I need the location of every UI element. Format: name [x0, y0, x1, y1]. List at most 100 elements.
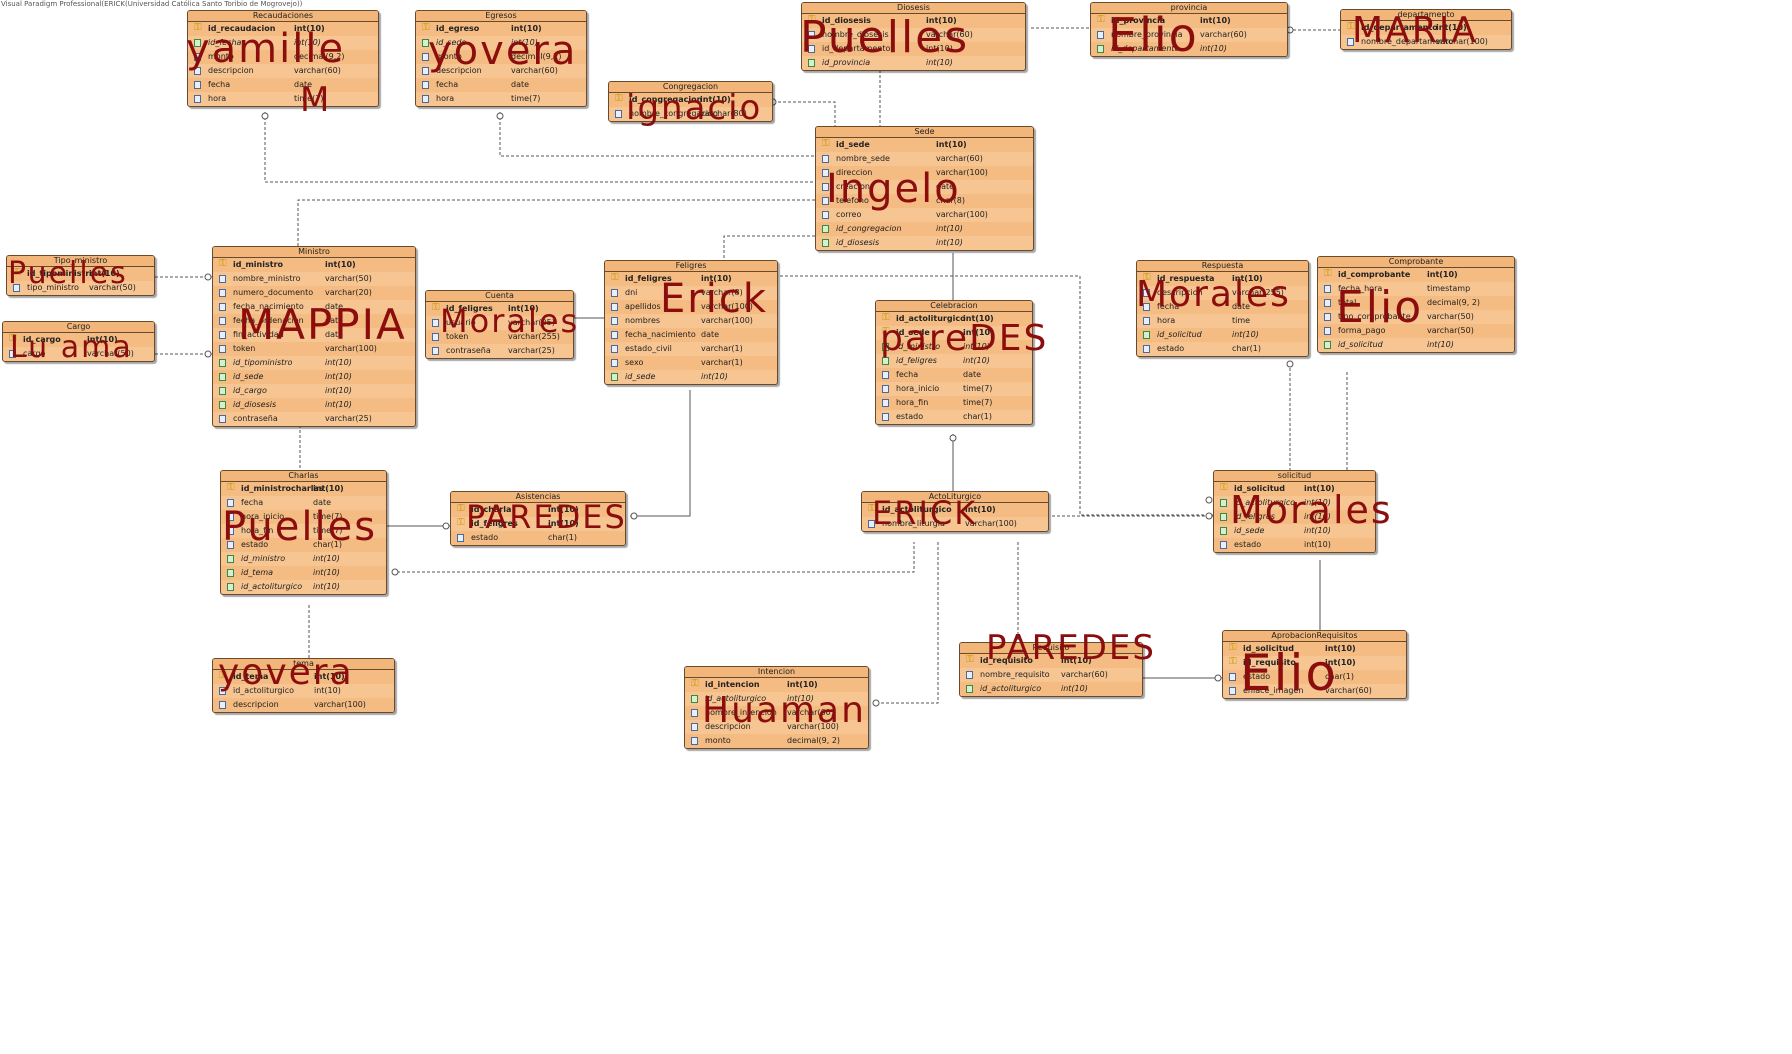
- column-row[interactable]: fecha_ordenaciondate: [213, 314, 415, 328]
- column-row[interactable]: hora_fintime(7): [221, 524, 386, 538]
- table-ministro[interactable]: Ministro⚿id_ministroint(10)nombre_minist…: [212, 246, 416, 427]
- column-row[interactable]: contraseñavarchar(25): [426, 344, 573, 358]
- table-asistencias[interactable]: Asistencias⚿id_charlaint(10)⚿id_feligres…: [450, 491, 626, 546]
- column-row[interactable]: estado_civilvarchar(1): [605, 342, 777, 356]
- column-row[interactable]: fecha_nacimientodate: [605, 328, 777, 342]
- column-row[interactable]: ⚿id_cargoint(10): [3, 333, 154, 347]
- column-row[interactable]: sexovarchar(1): [605, 356, 777, 370]
- column-row[interactable]: estadochar(1): [221, 538, 386, 552]
- column-row[interactable]: id_tipoministroint(10): [213, 356, 415, 370]
- column-row[interactable]: ⚿id_ministroint(10): [213, 258, 415, 272]
- column-row[interactable]: ⚿id_respuestaint(10): [1137, 272, 1308, 286]
- column-row[interactable]: ⚿id_tipoministroint(10): [7, 267, 154, 281]
- column-row[interactable]: id_ministroint(10): [221, 552, 386, 566]
- table-aprobacionrequisitos[interactable]: AprobacionRequisitos⚿id_solicitudint(10)…: [1222, 630, 1407, 699]
- column-row[interactable]: id_solicitudint(10): [1137, 328, 1308, 342]
- column-row[interactable]: id_departamentoint(10): [802, 42, 1025, 56]
- table-egresos[interactable]: Egresos⚿id_egresoint(10)id_sedeint(10)mo…: [415, 10, 587, 107]
- column-row[interactable]: fecha_horatimestamp: [1318, 282, 1514, 296]
- column-row[interactable]: id_fechaint(10): [188, 36, 378, 50]
- column-row[interactable]: id_congregacionint(10): [816, 222, 1033, 236]
- table-comprobante[interactable]: Comprobante⚿id_comprobanteint(10)fecha_h…: [1317, 256, 1515, 353]
- column-row[interactable]: ⚿id_feligresint(10): [605, 272, 777, 286]
- column-row[interactable]: direccionvarchar(100): [816, 166, 1033, 180]
- table-charlas[interactable]: Charlas⚿id_ministrocharlasint(10)fechada…: [220, 470, 387, 595]
- column-row[interactable]: nombre_ministrovarchar(50): [213, 272, 415, 286]
- column-row[interactable]: enlace_imagenvarchar(60): [1223, 684, 1406, 698]
- column-row[interactable]: id_ministroint(10): [876, 340, 1032, 354]
- table-respuesta[interactable]: Respuesta⚿id_respuestaint(10)descripcion…: [1136, 260, 1309, 357]
- table-provincia[interactable]: provincia⚿id_provinciaint(10)nombre_prov…: [1090, 2, 1288, 57]
- table-cargo[interactable]: Cargo⚿id_cargoint(10)cargovarchar(50): [2, 321, 155, 362]
- column-row[interactable]: ⚿id_ministrocharlasint(10): [221, 482, 386, 496]
- table-sede[interactable]: Sede⚿id_sedeint(10)nombre_sedevarchar(60…: [815, 126, 1034, 251]
- column-row[interactable]: ⚿id_requisitoint(10): [1223, 656, 1406, 670]
- column-row[interactable]: id_actoliturgicoint(10): [960, 682, 1142, 696]
- table-departamento[interactable]: departamento⚿id_departamentoint(10)nombr…: [1340, 9, 1512, 50]
- table-requisito[interactable]: Requisito⚿id_requisitoint(10)nombre_requ…: [959, 642, 1143, 697]
- column-row[interactable]: ⚿id_recaudacionint(10): [188, 22, 378, 36]
- column-row[interactable]: montodecimal(9,2): [188, 50, 378, 64]
- column-row[interactable]: horatime(7): [416, 92, 586, 106]
- column-row[interactable]: ⚿id_temaint(10): [213, 670, 394, 684]
- column-row[interactable]: montodecimal(9,2): [416, 50, 586, 64]
- column-row[interactable]: ⚿id_solicitudint(10): [1214, 482, 1375, 496]
- column-row[interactable]: id_actoliturgicoint(10): [1214, 496, 1375, 510]
- column-row[interactable]: totaldecimal(9, 2): [1318, 296, 1514, 310]
- column-row[interactable]: id_actoliturgicoint(10): [213, 684, 394, 698]
- column-row[interactable]: cargovarchar(50): [3, 347, 154, 361]
- column-row[interactable]: ⚿id_intencionint(10): [685, 678, 868, 692]
- column-row[interactable]: id_diosesisint(10): [816, 236, 1033, 250]
- column-row[interactable]: tokenvarchar(100): [213, 342, 415, 356]
- column-row[interactable]: numero_documentovarchar(20): [213, 286, 415, 300]
- table-tipo-ministro[interactable]: Tipo_ministro⚿id_tipoministroint(10)tipo…: [6, 255, 155, 296]
- column-row[interactable]: ⚿id_sedeint(10): [876, 326, 1032, 340]
- column-row[interactable]: ⚿id_actoliturgicoint(10): [862, 503, 1048, 517]
- column-row[interactable]: id_provinciaint(10): [802, 56, 1025, 70]
- table-recaudaciones[interactable]: Recaudaciones⚿id_recaudacionint(10)id_fe…: [187, 10, 379, 107]
- column-row[interactable]: id_temaint(10): [221, 566, 386, 580]
- column-row[interactable]: id_diosesisint(10): [213, 398, 415, 412]
- table-diosesis[interactable]: Diosesis⚿id_diosesisint(10)nombre_dioses…: [801, 2, 1026, 71]
- column-row[interactable]: id_actoliturgicoint(10): [685, 692, 868, 706]
- column-row[interactable]: estadochar(1): [876, 410, 1032, 424]
- column-row[interactable]: nombre_provinciavarchar(60): [1091, 28, 1287, 42]
- column-row[interactable]: ⚿id_solicitudint(10): [1223, 642, 1406, 656]
- table-intencion[interactable]: Intencion⚿id_intencionint(10)id_actolitu…: [684, 666, 869, 749]
- column-row[interactable]: hora_iniciotime(7): [221, 510, 386, 524]
- column-row[interactable]: telefonochar(8): [816, 194, 1033, 208]
- column-row[interactable]: fechadate: [188, 78, 378, 92]
- column-row[interactable]: horatime: [1137, 314, 1308, 328]
- column-row[interactable]: id_cargoint(10): [213, 384, 415, 398]
- column-row[interactable]: tokenvarchar(255): [426, 330, 573, 344]
- column-row[interactable]: descripcionvarchar(60): [188, 64, 378, 78]
- column-row[interactable]: tipo_comprobantevarchar(50): [1318, 310, 1514, 324]
- table-celebracion[interactable]: Celebracion⚿id_actoliturgicoint(10)⚿id_s…: [875, 300, 1033, 425]
- table-feligres[interactable]: Feligres⚿id_feligresint(10)dnivarchar(8)…: [604, 260, 778, 385]
- column-row[interactable]: nombre_diosesisvarchar(60): [802, 28, 1025, 42]
- column-row[interactable]: creaciondate: [816, 180, 1033, 194]
- table-cuenta[interactable]: Cuenta⚿id_feligresint(10)usuariovarchar(…: [425, 290, 574, 359]
- column-row[interactable]: nombre_intencionvarchar(60): [685, 706, 868, 720]
- column-row[interactable]: nombre_liturgiavarchar(100): [862, 517, 1048, 531]
- column-row[interactable]: descripcionvarchar(60): [416, 64, 586, 78]
- column-row[interactable]: ⚿id_comprobanteint(10): [1318, 268, 1514, 282]
- column-row[interactable]: nombre_requisitovarchar(60): [960, 668, 1142, 682]
- column-row[interactable]: fin_actividaddate: [213, 328, 415, 342]
- column-row[interactable]: ⚿id_provinciaint(10): [1091, 14, 1287, 28]
- column-row[interactable]: horatime(7): [188, 92, 378, 106]
- column-row[interactable]: ⚿id_requisitoint(10): [960, 654, 1142, 668]
- column-row[interactable]: fecha_nacimientodate: [213, 300, 415, 314]
- column-row[interactable]: dnivarchar(8): [605, 286, 777, 300]
- column-row[interactable]: ⚿id_actoliturgicoint(10): [876, 312, 1032, 326]
- column-row[interactable]: apellidosvarchar(100): [605, 300, 777, 314]
- column-row[interactable]: id_sedeint(10): [213, 370, 415, 384]
- column-row[interactable]: descripcionvarchar(100): [213, 698, 394, 712]
- column-row[interactable]: descripcionvarchar(255): [1137, 286, 1308, 300]
- column-row[interactable]: estadochar(1): [451, 531, 625, 545]
- column-row[interactable]: ⚿id_sedeint(10): [816, 138, 1033, 152]
- column-row[interactable]: ⚿id_charlaint(10): [451, 503, 625, 517]
- column-row[interactable]: ⚿id_egresoint(10): [416, 22, 586, 36]
- table-tema[interactable]: tema⚿id_temaint(10)id_actoliturgicoint(1…: [212, 658, 395, 713]
- column-row[interactable]: estadochar(1): [1137, 342, 1308, 356]
